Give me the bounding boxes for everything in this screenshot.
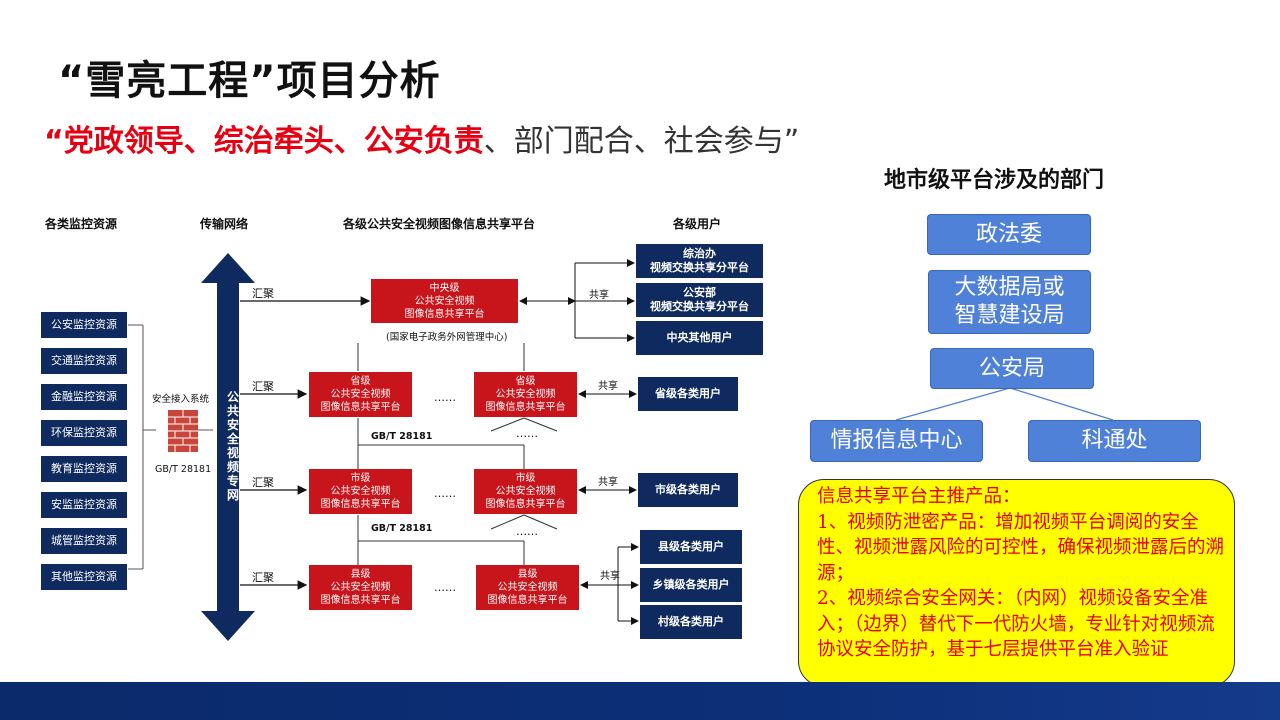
central-note: (国家电子政务外网管理中心) — [386, 332, 508, 343]
central-platform: 中央级 公共安全视频 图像信息共享平台 — [371, 279, 518, 323]
platform-line: 公共安全视频 — [330, 582, 391, 593]
platform-line: 省级 — [515, 376, 536, 387]
product-item: 1、视频防泄密产品：增加视频平台调阅的安全性、视频泄露风险的可控性，确保视频泄露… — [817, 511, 1225, 584]
source-item: 公安监控资源 — [41, 312, 127, 338]
platform-line: 县级 — [350, 569, 371, 580]
platform-line: 图像信息共享平台 — [320, 402, 401, 413]
source-item: 交通监控资源 — [41, 348, 127, 374]
user-province: 省级各类用户 — [638, 377, 738, 411]
user-central-other: 中央其他用户 — [636, 321, 763, 355]
ellipsis: …… — [516, 427, 538, 440]
city-platform: 市级 公共安全视频 图像信息共享平台 — [309, 469, 412, 514]
platform-line: 公共安全视频 — [330, 486, 391, 497]
aggregate-label: 汇聚 — [252, 380, 274, 393]
user-line: 视频交换共享分平台 — [650, 300, 749, 313]
platform-line: 县级 — [517, 569, 538, 580]
platform-line: 图像信息共享平台 — [320, 595, 401, 606]
diagram-connectors — [128, 253, 639, 641]
platform-line: 图像信息共享平台 — [404, 308, 485, 320]
source-item: 金融监控资源 — [41, 384, 127, 410]
departments-title: 地市级平台涉及的部门 — [884, 168, 1105, 193]
user-zongzhiban: 综治办 视频交换共享分平台 — [636, 244, 763, 278]
platform-line: 图像信息共享平台 — [485, 402, 566, 413]
share-label: 共享 — [589, 290, 609, 301]
user-village: 村级各类用户 — [640, 605, 742, 639]
user-line: 公安部 — [683, 286, 716, 299]
ellipsis: …… — [516, 525, 538, 538]
page-title: “雪亮工程”项目分析 — [58, 58, 441, 104]
architecture-diagram: 各类监控资源 传输网络 各级公共安全视频图像信息共享平台 各级用户 公安监控资源… — [38, 155, 764, 642]
gb-label: GB/T 28181 — [371, 523, 433, 534]
header-network: 传输网络 — [200, 217, 249, 231]
platform-line: 图像信息共享平台 — [320, 499, 401, 510]
county-platform: 县级 公共安全视频 图像信息共享平台 — [309, 565, 412, 610]
slogan: “党政领导、综治牵头、公安负责、部门配合、社会参与” — [44, 116, 799, 160]
dept-ketong: 科通处 — [1028, 420, 1201, 462]
dept-zhengfawei: 政法委 — [927, 214, 1091, 255]
products-heading: 信息共享平台主推产品： — [817, 486, 1021, 507]
ellipsis: …… — [434, 487, 456, 500]
user-county: 县级各类用户 — [640, 530, 742, 564]
dept-qingbao: 情报信息中心 — [810, 420, 983, 462]
platform-line: 图像信息共享平台 — [485, 499, 566, 510]
platform-line: 市级 — [350, 473, 371, 484]
slogan-part-2: 综治牵头 — [213, 124, 334, 159]
slogan-sep-1: 、 — [183, 124, 214, 159]
ellipsis: …… — [434, 581, 456, 594]
platform-line: 公共安全视频 — [330, 389, 391, 400]
source-item: 安监监控资源 — [41, 492, 127, 518]
user-line: 综治办 — [683, 247, 716, 260]
source-item: 城管监控资源 — [41, 528, 127, 554]
product-item: 2、视频综合安全网关：（内网）视频设备安全准入；（边界）替代下一代防火墙，专业针… — [817, 588, 1215, 660]
slogan-part-3: 公安负责 — [363, 124, 484, 159]
source-item: 教育监控资源 — [41, 456, 127, 482]
aggregate-label: 汇聚 — [252, 476, 274, 489]
platform-line: 图像信息共享平台 — [487, 595, 568, 606]
header-platforms: 各级公共安全视频图像信息共享平台 — [343, 217, 536, 231]
gb-label: GB/T 28181 — [371, 431, 433, 442]
user-line: 中央其他用户 — [666, 331, 733, 344]
user-city: 市级各类用户 — [638, 473, 738, 507]
aggregate-label: 汇聚 — [252, 287, 274, 300]
firewall-icon — [168, 410, 198, 452]
platform-line: 公共安全视频 — [495, 486, 556, 497]
dept-bigdata: 大数据局或 智慧建设局 — [928, 270, 1091, 334]
user-line: 视频交换共享分平台 — [650, 261, 749, 274]
ellipsis: …… — [434, 391, 456, 404]
footer-bar — [0, 682, 1280, 720]
header-users: 各级用户 — [673, 217, 722, 231]
slogan-sep-2: 、 — [333, 124, 364, 159]
platform-line: 公共安全视频 — [495, 389, 556, 400]
slogan-part-4: 、部门配合、社会参与” — [483, 124, 800, 159]
share-label: 共享 — [600, 571, 620, 582]
city-platform: 市级 公共安全视频 图像信息共享平台 — [474, 469, 577, 514]
platform-line: 公共安全视频 — [414, 295, 475, 307]
share-label: 共享 — [598, 381, 618, 392]
aggregate-label: 汇聚 — [252, 571, 274, 584]
header-sources: 各类监控资源 — [45, 217, 118, 231]
slogan-part-1: “党政领导 — [44, 124, 184, 159]
province-platform: 省级 公共安全视频 图像信息共享平台 — [474, 372, 577, 417]
products-callout: 信息共享平台主推产品： 1、视频防泄密产品：增加视频平台调阅的安全性、视频泄露风… — [798, 479, 1235, 687]
share-label: 共享 — [598, 477, 618, 488]
access-system-label: 安全接入系统 — [152, 394, 210, 405]
province-platform: 省级 公共安全视频 图像信息共享平台 — [309, 372, 412, 417]
platform-line: 省级 — [350, 376, 371, 387]
platform-line: 中央级 — [429, 282, 460, 294]
county-platform: 县级 公共安全视频 图像信息共享平台 — [476, 565, 579, 610]
platform-line: 市级 — [515, 473, 536, 484]
user-gonganbu: 公安部 视频交换共享分平台 — [636, 283, 763, 317]
source-item: 环保监控资源 — [41, 420, 127, 446]
dept-gonganju: 公安局 — [930, 348, 1094, 389]
user-township: 乡镇级各类用户 — [640, 568, 742, 602]
platform-line: 公共安全视频 — [497, 582, 558, 593]
network-label: 公共安全视频专网 — [226, 390, 239, 502]
gb-label: GB/T 28181 — [155, 464, 212, 475]
source-item: 其他监控资源 — [41, 564, 127, 590]
